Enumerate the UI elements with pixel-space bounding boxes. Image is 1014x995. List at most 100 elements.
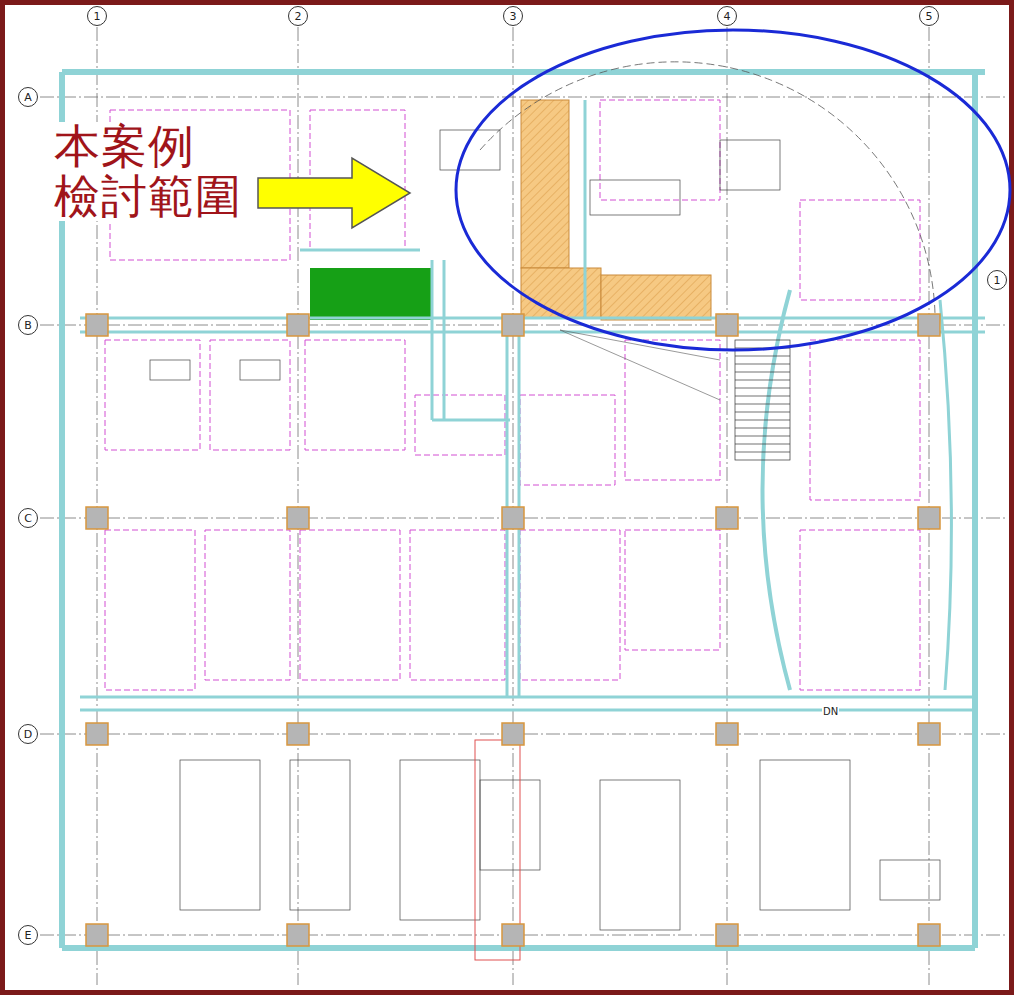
- stair-tread: [735, 380, 790, 381]
- hatched-areas: [521, 100, 711, 320]
- grid-line: [513, 27, 514, 985]
- column: [287, 314, 309, 336]
- column: [918, 924, 940, 946]
- grid-bubble: 1: [987, 270, 1007, 290]
- grid-bubble: 1: [87, 6, 107, 26]
- arc-line: [480, 62, 935, 330]
- fixture: [240, 360, 280, 380]
- fixture: [150, 360, 190, 380]
- stair-direction: DN: [822, 706, 839, 717]
- column: [86, 314, 108, 336]
- wall: [80, 696, 975, 699]
- room-outline: [210, 340, 290, 450]
- fixture: [720, 140, 780, 190]
- columns: [86, 314, 940, 946]
- green-room: [310, 268, 432, 320]
- column: [716, 314, 738, 336]
- column: [86, 924, 108, 946]
- fixture: [290, 760, 350, 910]
- room-outline: [410, 530, 505, 680]
- stair-tread: [735, 356, 790, 357]
- stair-tread: [735, 412, 790, 413]
- stair-tread: [735, 404, 790, 405]
- wall: [432, 419, 510, 422]
- fixture: [600, 780, 680, 930]
- stair-tread: [735, 436, 790, 437]
- grid-label: 5: [926, 11, 933, 22]
- wall: [443, 260, 446, 420]
- room-outline: [300, 530, 400, 680]
- room-outline: [800, 530, 920, 690]
- grid-label: D: [24, 729, 32, 740]
- stair-tread: [735, 396, 790, 397]
- wall: [62, 69, 985, 75]
- grid-bubble: A: [18, 87, 38, 107]
- wall: [431, 260, 434, 420]
- wall: [80, 317, 985, 320]
- grid-line: [727, 27, 728, 985]
- stair: [735, 340, 790, 460]
- grid-lines: [40, 27, 1005, 985]
- column: [287, 507, 309, 529]
- grid-label: 1: [994, 275, 1001, 286]
- grid-bubble: 2: [288, 6, 308, 26]
- grid-bubble: C: [18, 508, 38, 528]
- fixtures: [150, 130, 940, 930]
- stair-tread: [735, 364, 790, 365]
- grid-bubble: 3: [503, 6, 523, 26]
- grid-bubble: E: [18, 925, 38, 945]
- grid-label: 1: [94, 11, 101, 22]
- column: [918, 723, 940, 745]
- grid-bubble: 4: [717, 6, 737, 26]
- grid-line: [298, 27, 299, 985]
- fixture: [590, 180, 680, 215]
- fixture: [760, 760, 850, 910]
- room-outline: [625, 340, 720, 480]
- grid-label: 4: [724, 11, 731, 22]
- column: [502, 723, 524, 745]
- column: [918, 314, 940, 336]
- hatched-area: [601, 275, 711, 320]
- grid-bubble: 5: [919, 6, 939, 26]
- wall: [80, 331, 985, 334]
- curved-wall: [940, 300, 951, 690]
- column: [86, 723, 108, 745]
- room-outline: [625, 530, 720, 650]
- room-outline: [415, 395, 505, 455]
- stair-tread: [735, 372, 790, 373]
- grid-label: B: [24, 320, 32, 331]
- room-outline: [105, 530, 195, 690]
- wall: [584, 100, 587, 318]
- grid-bubble: D: [18, 724, 38, 744]
- grid-bubble: B: [18, 315, 38, 335]
- hatched-area: [521, 100, 569, 268]
- stair-tread: [735, 428, 790, 429]
- fixture: [480, 780, 540, 870]
- callout-arrow: [258, 158, 410, 228]
- room-outline: [600, 100, 720, 200]
- grid-line: [929, 27, 930, 985]
- column: [86, 507, 108, 529]
- hatched-area: [521, 268, 601, 318]
- wall: [300, 249, 420, 252]
- column: [287, 723, 309, 745]
- column: [716, 723, 738, 745]
- fixture: [880, 860, 940, 900]
- column: [502, 314, 524, 336]
- grid-label: E: [25, 930, 32, 941]
- stair-tread: [735, 388, 790, 389]
- review-range-ellipse: [456, 30, 1010, 350]
- wall: [972, 72, 978, 948]
- grid-label: C: [24, 513, 32, 524]
- room-outline: [520, 395, 615, 485]
- room-outline: [800, 200, 920, 300]
- fixture: [180, 760, 260, 910]
- callout-title: 本案例 檢討範圍: [52, 122, 256, 221]
- room-outline: [810, 340, 920, 500]
- room-outline: [305, 340, 405, 450]
- column: [918, 507, 940, 529]
- grid-label: 2: [295, 11, 302, 22]
- fixture: [440, 130, 500, 170]
- grid-label: A: [24, 92, 32, 103]
- stair-tread: [735, 444, 790, 445]
